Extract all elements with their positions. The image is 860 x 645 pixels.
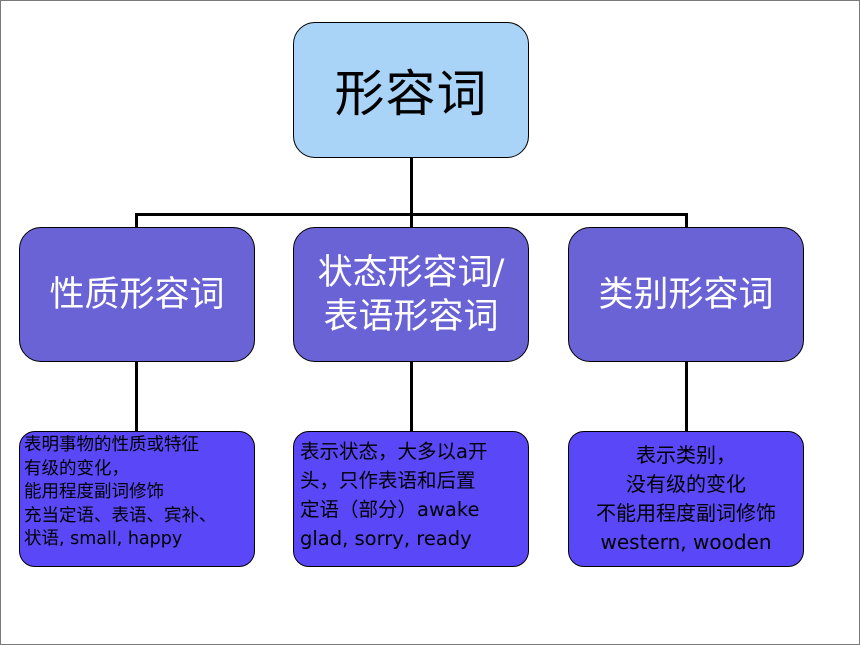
root-node-label: 形容词 xyxy=(334,65,488,123)
connector-category-3-to-description xyxy=(685,362,688,431)
category-label-classifying: 类别形容词 xyxy=(598,274,774,315)
category-node-predicative: 状态形容词/ 表语形容词 xyxy=(293,227,529,362)
connector-root-down xyxy=(410,158,413,215)
category-node-qualitative: 性质形容词 xyxy=(19,227,255,362)
connector-to-category-1 xyxy=(135,213,138,227)
connector-to-category-2 xyxy=(410,213,413,227)
category-label-predicative: 状态形容词/ 表语形容词 xyxy=(317,252,505,337)
category-label-qualitative: 性质形容词 xyxy=(49,274,225,315)
description-node-predicative: 表示状态，大多以a开 头，只作表语和后置 定语（部分）awake glad, s… xyxy=(293,431,529,567)
description-node-qualitative: 表明事物的性质或特征 有级的变化， 能用程度副词修饰 充当定语、表语、宾补、 状… xyxy=(19,431,255,567)
description-text-predicative: 表示状态，大多以a开 头，只作表语和后置 定语（部分）awake glad, s… xyxy=(300,440,488,550)
connector-category-1-to-description xyxy=(135,362,138,431)
description-node-classifying: 表示类别， 没有级的变化 不能用程度副词修饰 western, wooden xyxy=(568,431,804,567)
description-text-classifying: 表示类别， 没有级的变化 不能用程度副词修饰 western, wooden xyxy=(596,443,776,554)
connector-to-category-3 xyxy=(685,213,688,227)
category-node-classifying: 类别形容词 xyxy=(568,227,804,362)
description-text-qualitative: 表明事物的性质或特征 有级的变化， 能用程度副词修饰 充当定语、表语、宾补、 状… xyxy=(24,435,217,549)
root-node-adjective: 形容词 xyxy=(293,22,529,158)
connector-category-2-to-description xyxy=(410,362,413,431)
